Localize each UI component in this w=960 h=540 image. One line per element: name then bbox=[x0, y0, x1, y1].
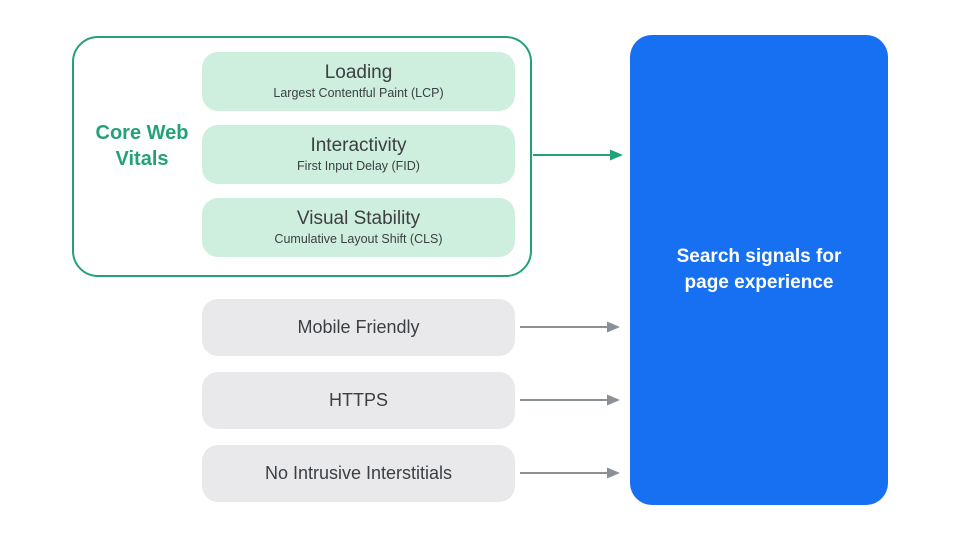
arrow-https-icon bbox=[520, 394, 620, 406]
signal-no-intrusive-interstitials: No Intrusive Interstitials bbox=[202, 445, 515, 502]
vital-visual-stability: Visual Stability Cumulative Layout Shift… bbox=[202, 198, 515, 257]
arrow-mobile-friendly-icon bbox=[520, 321, 620, 333]
core-web-vitals-label: Core Web Vitals bbox=[95, 122, 189, 170]
vital-loading-title: Loading bbox=[324, 62, 393, 83]
arrow-no-intrusive-interstitials-icon bbox=[520, 467, 620, 479]
search-signals-label: Search signals for page experience bbox=[676, 246, 842, 293]
vital-visual-stability-subtitle: Cumulative Layout Shift (CLS) bbox=[274, 232, 443, 246]
core-web-vitals-group: Core Web Vitals Loading Largest Contentf… bbox=[72, 36, 532, 277]
signal-https: HTTPS bbox=[202, 372, 515, 429]
vital-loading: Loading Largest Contentful Paint (LCP) bbox=[202, 52, 515, 111]
search-signals-box: Search signals for page experience bbox=[630, 35, 888, 505]
vital-interactivity-title: Interactivity bbox=[310, 135, 407, 156]
vital-loading-subtitle: Largest Contentful Paint (LCP) bbox=[273, 86, 444, 100]
vital-interactivity-subtitle: First Input Delay (FID) bbox=[297, 159, 420, 173]
signal-mobile-friendly: Mobile Friendly bbox=[202, 299, 515, 356]
arrow-core-web-vitals-icon bbox=[533, 149, 623, 161]
vital-interactivity: Interactivity First Input Delay (FID) bbox=[202, 125, 515, 184]
vital-visual-stability-title: Visual Stability bbox=[296, 208, 421, 229]
